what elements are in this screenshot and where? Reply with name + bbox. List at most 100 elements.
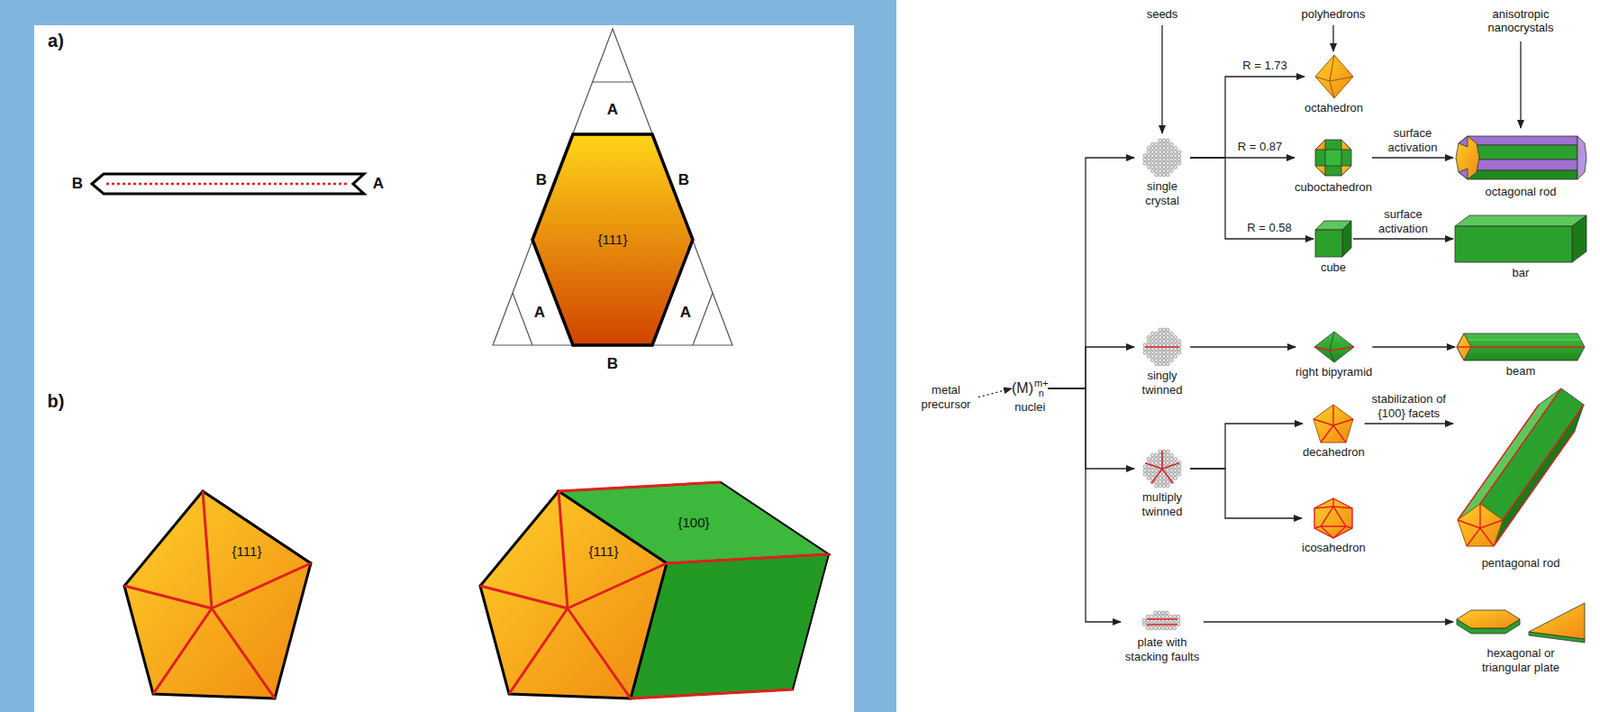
end-label: B [72,174,83,193]
panel-letter: b) [47,390,65,412]
precursor-label: metal precursor [913,382,979,411]
shape-icon [1313,218,1354,259]
subscript: n [1034,388,1049,399]
polyhedron-node: icosahedron [1301,497,1366,555]
connector-arrow [1048,388,1121,622]
seed-node: singly twinned [1134,327,1191,397]
node-caption: right bipyramid [1295,364,1373,380]
edge-label: R = 0.58 [1245,220,1294,236]
rod-section [91,173,364,194]
node-caption: singly twinned [1134,368,1191,397]
left-panel [34,25,855,712]
facet-index: {111} [589,543,619,559]
decahedron-figure [124,490,311,699]
connector-arrow [1364,422,1454,424]
nuclei-node: (M)m+nnuclei [1011,378,1049,415]
node-caption: octagonal rod [1485,184,1557,200]
shape-icon [1312,497,1355,539]
connector-arrow [1048,157,1135,389]
polyhedron-node: octahedron [1304,54,1364,116]
connector-arrow [1190,157,1314,239]
node-caption: cube [1320,260,1346,275]
connector-arrow [1353,237,1454,239]
nanocrystal-node: beam [1454,331,1587,379]
column-heading: seeds [1146,8,1179,22]
connector-arrow [1048,388,1135,469]
shape-icon [1453,132,1589,183]
shape-icon [1314,54,1355,100]
right-panel [896,0,1600,712]
facet-index: {111} [598,231,628,247]
shape-icon [1453,213,1589,264]
shape-icon [1312,136,1355,179]
polyhedron-node: cuboctahedron [1294,136,1373,195]
edge-label: B [607,354,619,373]
node-caption: single crystal [1134,179,1191,208]
node-caption: multiply twinned [1134,490,1191,519]
nanocrystal-node: octagonal rod [1453,132,1589,200]
connector-arrow [978,388,1012,398]
node-caption: icosahedron [1301,540,1366,555]
shape-icon [1142,327,1182,367]
shape-icon [1141,609,1183,634]
seed-node: single crystal [1134,137,1191,208]
facet-label: A [607,100,619,119]
shape-icon [1453,599,1589,645]
edge-label: R = 0.87 [1236,139,1285,155]
connector-arrow [1190,76,1305,158]
shape-icon [1142,448,1182,489]
nanocrystal-node: hexagonal or triangular plate [1453,599,1589,674]
node-caption: nuclei [1014,400,1046,415]
polyhedron-node: right bipyramid [1295,330,1373,380]
edge-label: surface activation [1379,126,1446,155]
connector-arrow [1190,468,1302,519]
connector-arrow [1372,345,1455,347]
node-caption: bar [1512,265,1530,281]
truncated-triangle [492,28,733,346]
facet-index: {100} [677,514,710,530]
edge-label: B [678,171,690,190]
edge-label: B [536,171,547,190]
polyhedron-node: cube [1313,218,1354,275]
connector-arrow [1372,156,1454,158]
shape-icon [1313,330,1355,364]
polyhedron-node: decahedron [1302,403,1365,460]
pentagonal-rod-figure [480,481,829,699]
superscript: m+ [1034,378,1049,389]
shape-icon [1454,331,1587,363]
node-caption: hexagonal or triangular plate [1462,645,1580,674]
facet-label: A [534,303,546,322]
node-caption: cuboctahedron [1294,180,1373,195]
edge-label: surface activation [1370,207,1437,236]
facet-index: {111} [232,543,263,559]
end-label: A [372,174,384,193]
node-caption: octahedron [1304,100,1364,116]
facet-label: A [680,303,691,322]
shape-icon [1453,382,1589,555]
panel-letter: a) [47,30,64,52]
formula: (M)m+n [1011,378,1049,399]
node-caption: beam [1506,363,1537,379]
connector-arrow [1190,345,1296,347]
node-caption: plate with stacking faults [1120,635,1204,664]
column-arrows [1162,25,1521,134]
edge-label: stabilization of {100} facets [1363,391,1455,420]
column-heading: anisotropic nanocrystals [1480,8,1562,36]
connector-arrow [1203,620,1454,622]
seed-node: plate with stacking faults [1120,609,1204,664]
nanocrystal-node: bar [1453,213,1589,281]
edge-label: R = 1.73 [1240,58,1290,73]
formula-symbol: (M) [1011,379,1034,397]
formula-scripts: m+n [1034,378,1049,399]
shape-icon [1312,403,1355,444]
seed-node: multiply twinned [1134,448,1191,519]
connector-arrow [1048,346,1135,389]
connector-arrow [1190,423,1303,469]
node-caption: pentagonal rod [1481,555,1561,571]
nanocrystal-node: pentagonal rod [1453,382,1589,571]
shape-icon [1142,137,1182,178]
node-caption: decahedron [1302,445,1365,460]
column-heading: polyhedrons [1301,8,1366,22]
node-caption: metal precursor [913,382,979,411]
